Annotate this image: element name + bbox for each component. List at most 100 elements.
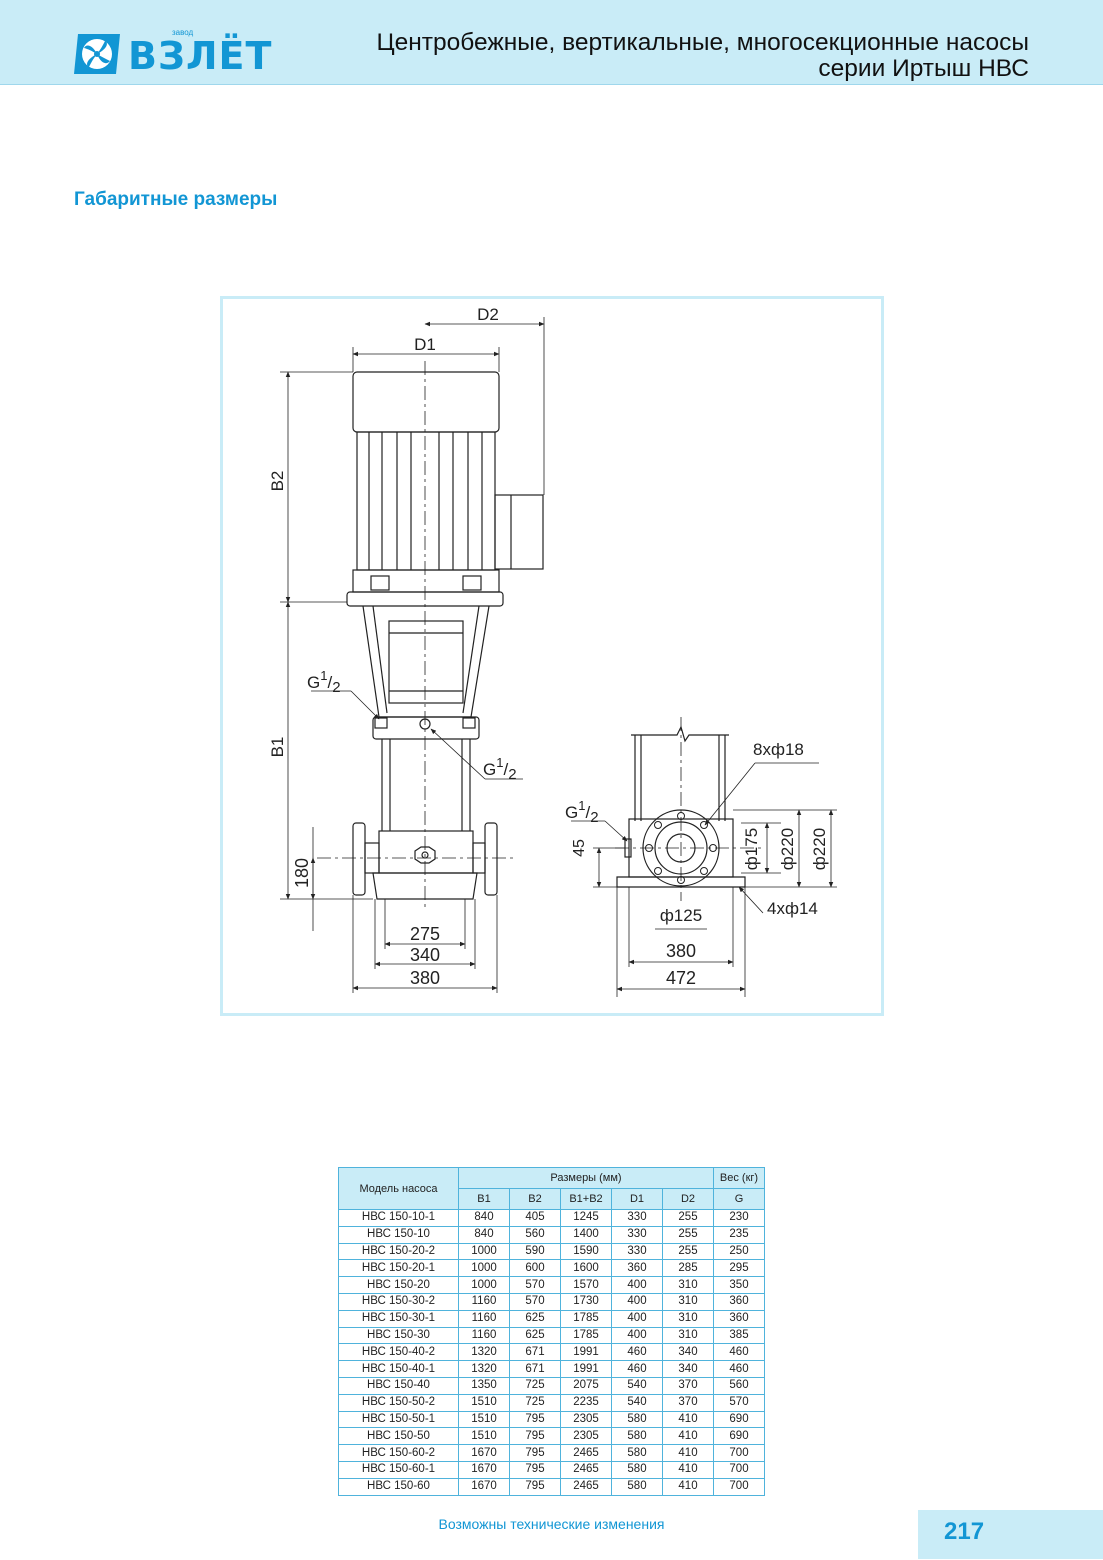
label-d1: D1: [414, 335, 436, 354]
value-cell: 560: [713, 1376, 765, 1395]
value-cell: 1670: [458, 1477, 510, 1496]
value-cell: 255: [662, 1225, 714, 1244]
model-cell: НВС 150-30: [338, 1326, 459, 1345]
model-cell: НВС 150-30-2: [338, 1292, 459, 1311]
value-cell: 405: [509, 1209, 561, 1227]
value-cell: 1510: [458, 1427, 510, 1446]
col-subheader: D1: [611, 1188, 663, 1210]
value-cell: 310: [662, 1309, 714, 1328]
value-cell: 690: [713, 1410, 765, 1429]
model-cell: НВС 150-20: [338, 1276, 459, 1294]
label-b1: B1: [268, 737, 287, 758]
model-cell: НВС 150-10-1: [338, 1209, 459, 1227]
label-f125: ф125: [660, 906, 702, 925]
col-subheader: B2: [509, 1188, 561, 1210]
value-cell: 410: [662, 1444, 714, 1462]
value-cell: 330: [611, 1225, 663, 1244]
value-cell: 570: [509, 1276, 561, 1294]
value-cell: 795: [509, 1477, 561, 1496]
value-cell: 460: [611, 1360, 663, 1378]
col-subheader: B1+B2: [560, 1188, 612, 1210]
value-cell: 570: [509, 1292, 561, 1311]
dimension-drawing-frame: D2 D1 B2 B1 180 275 340 380 G1/2 G1/2 G1…: [220, 296, 884, 1016]
label-380-front: 380: [410, 968, 440, 988]
value-cell: 625: [509, 1326, 561, 1345]
page-header: завод ВЗЛЁТ Центробежные, вертикальные, …: [0, 0, 1103, 85]
model-cell: НВС 150-50: [338, 1427, 459, 1446]
col-header-dimensions: Размеры (мм): [458, 1167, 714, 1189]
value-cell: 2235: [560, 1393, 612, 1412]
label-380-side: 380: [666, 941, 696, 961]
value-cell: 1510: [458, 1410, 510, 1429]
value-cell: 1000: [458, 1276, 510, 1294]
value-cell: 2305: [560, 1410, 612, 1429]
value-cell: 700: [713, 1444, 765, 1462]
value-cell: 580: [611, 1444, 663, 1462]
value-cell: 840: [458, 1209, 510, 1227]
value-cell: 1991: [560, 1360, 612, 1378]
label-180: 180: [292, 858, 312, 888]
col-subheader: G: [713, 1188, 765, 1210]
col-subheader: B1: [458, 1188, 510, 1210]
value-cell: 460: [713, 1343, 765, 1362]
value-cell: 671: [509, 1360, 561, 1378]
value-cell: 370: [662, 1393, 714, 1412]
label-g-top-left: G1/2: [307, 668, 341, 696]
value-cell: 360: [713, 1292, 765, 1311]
value-cell: 1160: [458, 1326, 510, 1345]
value-cell: 410: [662, 1410, 714, 1429]
value-cell: 1570: [560, 1276, 612, 1294]
value-cell: 580: [611, 1477, 663, 1496]
value-cell: 560: [509, 1225, 561, 1244]
value-cell: 1785: [560, 1309, 612, 1328]
model-cell: НВС 150-40: [338, 1376, 459, 1395]
brand-logo: завод ВЗЛЁТ: [72, 26, 271, 78]
col-header-model: Модель насоса: [338, 1167, 459, 1210]
value-cell: 1785: [560, 1326, 612, 1345]
value-cell: 1320: [458, 1343, 510, 1362]
page-number: 217: [944, 1518, 985, 1545]
value-cell: 570: [713, 1393, 765, 1412]
title-line-2: серии Иртыш НВС: [818, 55, 1029, 82]
label-472: 472: [666, 968, 696, 988]
value-cell: 360: [611, 1259, 663, 1278]
value-cell: 2465: [560, 1444, 612, 1462]
label-275: 275: [410, 924, 440, 944]
label-b2: B2: [268, 471, 287, 492]
value-cell: 400: [611, 1326, 663, 1345]
label-f220-inner: ф220: [778, 828, 797, 870]
value-cell: 295: [713, 1259, 765, 1278]
value-cell: 1730: [560, 1292, 612, 1311]
title-line-1: Центробежные, вертикальные, многосекцион…: [376, 29, 1029, 56]
value-cell: 700: [713, 1477, 765, 1496]
label-45: 45: [571, 839, 588, 857]
value-cell: 460: [713, 1360, 765, 1378]
value-cell: 625: [509, 1309, 561, 1328]
value-cell: 2075: [560, 1376, 612, 1395]
value-cell: 2465: [560, 1477, 612, 1496]
value-cell: 671: [509, 1343, 561, 1362]
label-f175: ф175: [742, 828, 761, 870]
logo-wordmark: ВЗЛЁТ: [128, 34, 273, 78]
value-cell: 590: [509, 1242, 561, 1261]
label-d2: D2: [477, 305, 499, 324]
value-cell: 840: [458, 1225, 510, 1244]
model-cell: НВС 150-60-2: [338, 1444, 459, 1462]
section-title: Габаритные размеры: [74, 189, 278, 210]
label-g-mid-right: G1/2: [483, 755, 517, 783]
model-cell: НВС 150-50-1: [338, 1410, 459, 1429]
value-cell: 410: [662, 1427, 714, 1446]
label-4xf14: 4xф14: [767, 899, 818, 918]
value-cell: 340: [662, 1343, 714, 1362]
value-cell: 230: [713, 1209, 765, 1227]
footer-note: Возможны технические изменения: [438, 1516, 665, 1532]
value-cell: 1000: [458, 1242, 510, 1261]
value-cell: 540: [611, 1393, 663, 1412]
value-cell: 1160: [458, 1292, 510, 1311]
value-cell: 255: [662, 1209, 714, 1227]
